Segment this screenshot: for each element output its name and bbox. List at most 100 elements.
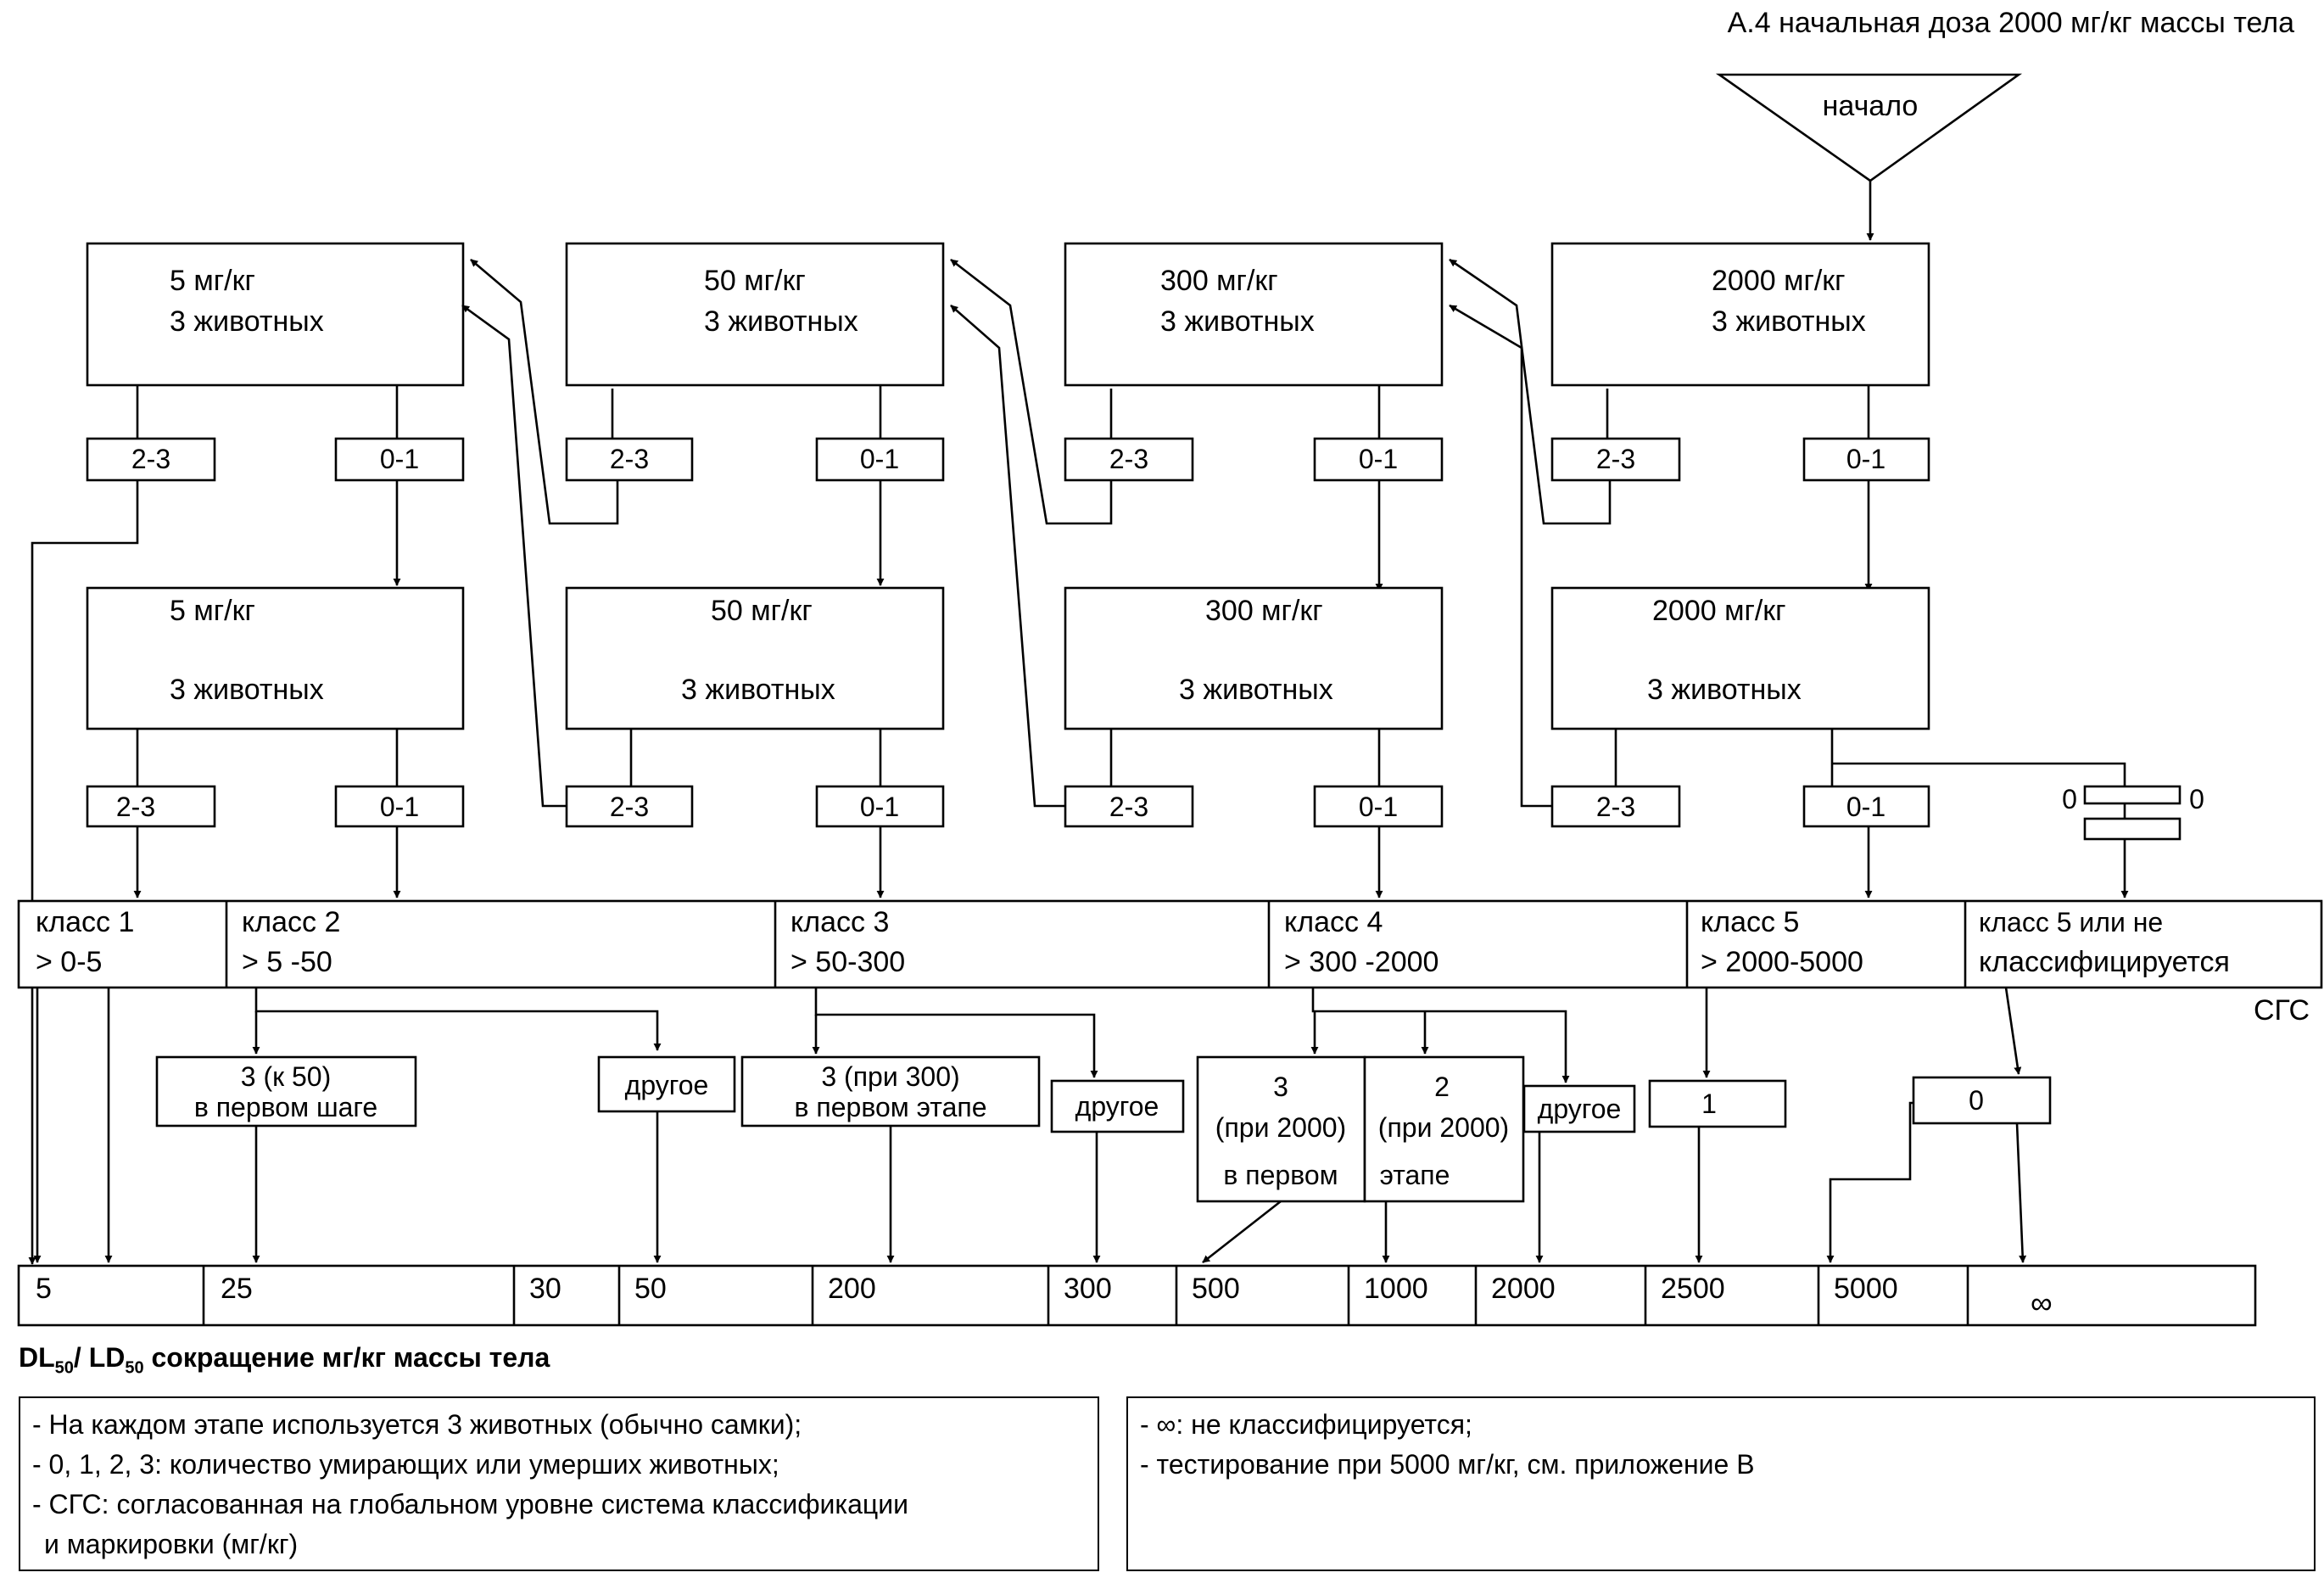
class-5-name: класс 5 [1701,906,1799,938]
class-3-range: > 50-300 [790,946,905,978]
svg-text:2-3: 2-3 [610,792,649,822]
bottom-box-50-dose: 50 мг/кг [711,595,813,627]
bottom-box-5-dose: 5 мг/кг [170,595,255,627]
svg-text:другое: другое [1538,1094,1622,1124]
top-box-50-animals: 3 животных [704,305,858,338]
svg-text:0-1: 0-1 [860,444,899,474]
outcome-c3-first: 3 (при 300) в первом этапе [740,1055,1041,1128]
top-box-5-dose: 5 мг/кг [170,265,255,297]
class-row [17,899,2323,989]
bottom-label-50-left: 2-3 [565,785,694,828]
notes-left: - На каждом этапе используется 3 животны… [19,1396,1099,1571]
class-1-range: > 0-5 [36,946,102,978]
note-right-1: - ∞: не классифицируется; [1140,1409,1472,1440]
bottom-label-2000-right: 0-1 [1802,785,1930,828]
bottom-label-300-right: 0-1 [1313,785,1444,828]
class-2-name: класс 2 [242,906,340,938]
top-box-50-dose: 50 мг/кг [704,265,806,297]
scale-25: 25 [221,1273,253,1305]
top-box-50: 50 мг/кг 3 животных [565,242,945,387]
svg-text:(при 2000): (при 2000) [1215,1112,1346,1143]
class-5-range: > 2000-5000 [1701,946,1863,978]
top-box-5-animals: 3 животных [170,305,324,338]
bottom-box-300: 300 мг/кг 3 животных [1064,586,1444,730]
bottom-box-2000: 2000 мг/кг 3 животных [1550,586,1930,730]
note-right-2: - тестирование при 5000 мг/кг, см. прило… [1140,1449,1755,1480]
diagram-title: A.4 начальная доза 2000 мг/кг массы тела [1728,7,2294,39]
zero-branch-right: 0 [2189,784,2204,814]
top-box-2000-animals: 3 животных [1712,305,1866,338]
bottom-box-300-animals: 3 животных [1179,674,1333,706]
svg-text:в первом шаге: в первом шаге [194,1092,377,1122]
outcome-c4-two: 2 (при 2000) этапе [1363,1055,1525,1203]
scale-200: 200 [828,1273,876,1305]
svg-text:другое: другое [1075,1091,1159,1122]
bottom-box-50: 50 мг/кг 3 животных [565,586,945,730]
outcome-c3-other: другое [1050,1079,1185,1133]
svg-text:в первом этапе: в первом этапе [795,1092,987,1122]
bottom-label-2000-left: 2-3 [1550,785,1681,828]
scale-300: 300 [1064,1273,1112,1305]
svg-text:2-3: 2-3 [1109,444,1148,474]
outcome-c5-one: 1 [1648,1079,1787,1128]
svg-text:2-3: 2-3 [1596,792,1635,822]
svg-text:этапе: этапе [1380,1160,1450,1190]
top-label-2000-right: 0-1 [1802,437,1930,482]
class-2-range: > 5 -50 [242,946,332,978]
note-left-4: и маркировки (мг/кг) [44,1529,299,1559]
outcome-c4-other: другое [1522,1084,1636,1133]
svg-text:0-1: 0-1 [380,444,419,474]
class-3-name: класс 3 [790,906,889,938]
svg-text:3: 3 [1273,1072,1288,1102]
svg-text:2-3: 2-3 [610,444,649,474]
svg-text:3 (при 300): 3 (при 300) [821,1061,959,1092]
top-box-300-dose: 300 мг/кг [1160,265,1278,297]
svg-text:другое: другое [625,1070,709,1100]
svg-text:1: 1 [1701,1088,1717,1119]
svg-text:0-1: 0-1 [860,792,899,822]
top-box-5: 5 мг/кг 3 животных [86,242,465,387]
svg-text:(при 2000): (при 2000) [1378,1112,1509,1143]
bottom-label-5-left: 2-3 [86,785,216,828]
svg-text:0-1: 0-1 [1846,444,1885,474]
svg-text:3 (к 50): 3 (к 50) [241,1061,331,1092]
top-box-2000: 2000 мг/кг 3 животных [1550,242,1930,387]
svg-text:в первом: в первом [1223,1160,1338,1190]
class-6-range: классифицируется [1979,946,2230,978]
outcome-c2-first: 3 (к 50) в первом шаге [155,1055,417,1128]
bottom-label-5-right: 0-1 [334,785,465,828]
bottom-box-300-dose: 300 мг/кг [1205,595,1323,627]
scale-caption: DL50/ LD50 сокращение мг/кг массы тела [19,1342,550,1378]
svg-text:2-3: 2-3 [131,444,170,474]
bottom-box-5-animals: 3 животных [170,674,324,706]
scale-5: 5 [36,1273,52,1305]
ghs-label: СГС [2254,994,2310,1027]
zero-branch-left: 0 [2062,784,2077,814]
bottom-box-2000-dose: 2000 мг/кг [1652,595,1786,627]
top-label-50-right: 0-1 [815,437,945,482]
svg-text:0-1: 0-1 [1359,444,1398,474]
top-label-50-left: 2-3 [565,437,694,482]
notes-right: - ∞: не классифицируется; - тестирование… [1126,1396,2316,1571]
top-box-300-animals: 3 животных [1160,305,1315,338]
ld50-scale [17,1264,2257,1327]
svg-text:2-3: 2-3 [1596,444,1635,474]
scale-2500: 2500 [1661,1273,1725,1305]
svg-text:0-1: 0-1 [380,792,419,822]
svg-text:0-1: 0-1 [1359,792,1398,822]
top-box-300: 300 мг/кг 3 животных [1064,242,1444,387]
scale-50: 50 [634,1273,667,1305]
scale-1000: 1000 [1364,1273,1428,1305]
top-label-300-left: 2-3 [1064,437,1194,482]
scale-infinity: ∞ [2031,1285,2053,1320]
class-6-name: класс 5 или не [1979,907,2163,937]
top-label-5-left: 2-3 [86,437,216,482]
bottom-box-2000-animals: 3 животных [1647,674,1802,706]
svg-text:2: 2 [1434,1072,1450,1102]
start-node: начало [1715,73,2023,182]
svg-text:0: 0 [1969,1085,1984,1116]
bottom-label-50-right: 0-1 [815,785,945,828]
bottom-box-5: 5 мг/кг 3 животных [86,586,465,730]
top-label-5-right: 0-1 [334,437,465,482]
